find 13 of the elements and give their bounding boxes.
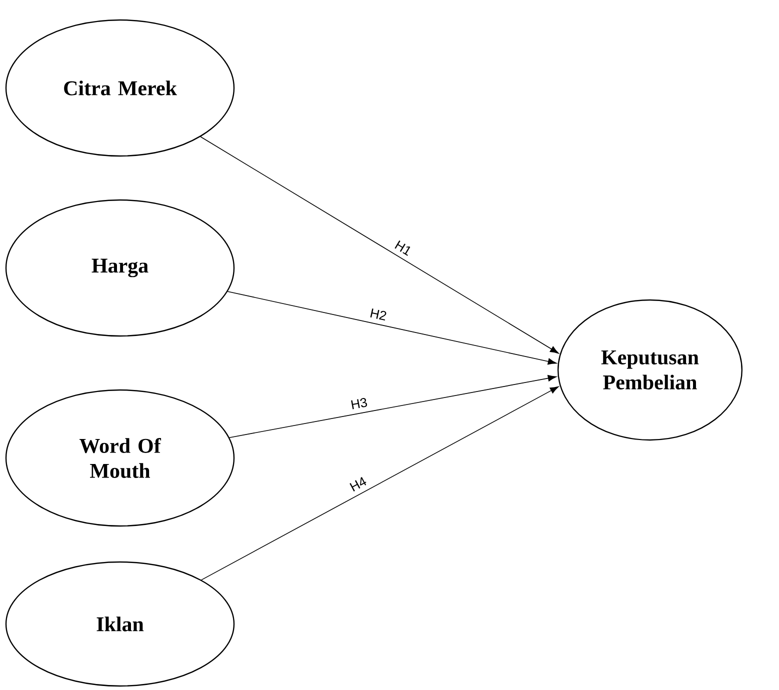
arrow xyxy=(229,375,557,438)
ellipse-node: Word Of Mouth xyxy=(5,389,235,527)
ellipse-node: Keputusan Pembelian xyxy=(557,299,743,441)
edge-label: H4 xyxy=(350,477,366,492)
arrow xyxy=(200,136,559,354)
edge-label: H1 xyxy=(394,240,410,256)
edge-label: H3 xyxy=(351,398,368,410)
ellipse-node: Citra Merek xyxy=(5,19,235,157)
arrow xyxy=(201,386,559,580)
edge-label: H2 xyxy=(370,308,386,320)
arrow xyxy=(227,291,557,365)
ellipse-node: Iklan xyxy=(5,561,235,687)
ellipse-node: Harga xyxy=(5,199,235,337)
